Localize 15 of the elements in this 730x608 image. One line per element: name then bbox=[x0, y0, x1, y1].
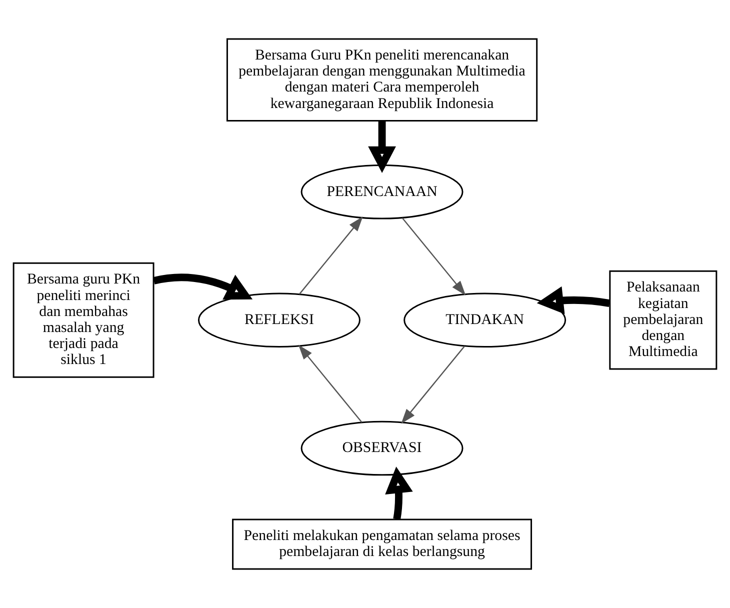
arrow bbox=[368, 120, 396, 173]
arrow bbox=[402, 218, 466, 296]
node-box: Bersama guru PKn peneliti merinci dan membahas masalah yang terjadi pada siklus 1 bbox=[12, 262, 154, 378]
arrow bbox=[401, 346, 465, 424]
arrow bbox=[299, 216, 363, 294]
arrow bbox=[536, 286, 610, 314]
node-box: Peneliti melakukan pengamatan selama proses pembelajaran di kelas berlangsung bbox=[232, 518, 532, 570]
node-ellipse: REFLEKSI bbox=[198, 292, 360, 348]
node-box: Pelaksanaan kegiatan pembelajaran dengan Multimedia bbox=[609, 270, 718, 370]
node-ellipse: PERENCANAAN bbox=[300, 164, 464, 220]
node-ellipse: TINDAKAN bbox=[404, 292, 566, 348]
node-box: Bersama Guru PKn peneliti merencanakan pembelajaran dengan menggunakan Multimedia dengan materi Cara memperoleh kewarganegaraan Republik Indonesia bbox=[226, 38, 538, 122]
node-ellipse: OBSERVASI bbox=[300, 420, 464, 476]
arrow bbox=[153, 274, 253, 300]
arrow bbox=[298, 344, 362, 423]
